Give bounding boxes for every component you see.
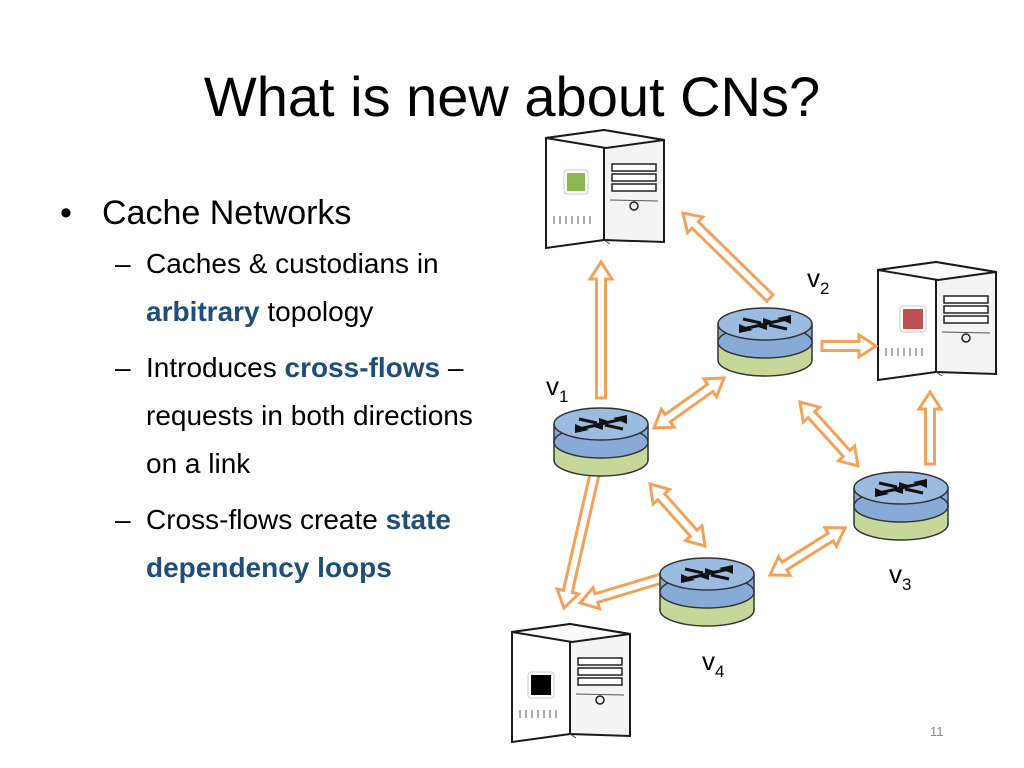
bullet-main-text: Cache Networks [102,194,352,232]
node-label-v4: v4 [702,646,724,681]
page-number: 11 [930,724,944,739]
server-bottom [511,623,631,743]
arrow-v1-to-server-top [587,259,615,400]
highlight-text: arbitrary [146,296,260,327]
bullet-list: • Cache Networks –Caches & custodians in… [60,190,500,592]
bullet-cache-networks: • Cache Networks [60,190,500,236]
arrow-v1-v2-bidirectional [651,376,727,430]
sub-text: Caches & custodians in [146,248,439,279]
bullet-dot-icon: • [60,194,72,232]
cache-badge-green-icon [567,173,585,191]
server-right [877,261,997,381]
arrow-v3-to-server-right [916,389,944,466]
node-label-v3: v3 [889,559,911,594]
sub-text: topology [259,296,374,327]
sub-text: Introduces [146,352,285,383]
router-v2 [716,306,814,378]
dash-icon: – [115,352,131,383]
arrow-v4-v3-bidirectional [767,526,848,577]
router-v1 [552,406,650,478]
highlight-text: cross-flows [284,352,441,383]
sub-bullet-cross-flows: –Introduces cross-flows – requests in bo… [60,344,500,488]
slide-title: What is new about CNs? [203,65,821,128]
arrow-v1-to-server-bottom [554,469,602,611]
router-v3 [852,470,950,542]
arrow-v4-to-server-bottom [577,571,667,611]
sub-text: Cross-flows create [146,504,386,535]
highlight-text: state dependency loops [146,504,451,583]
custodian-badge-black-icon [531,675,551,695]
server-top [545,129,665,249]
cache-badge-red-icon [903,309,923,329]
dash-icon: – [115,504,131,535]
arrow-v2-v3-bidirectional [798,399,860,469]
arrow-v2-to-server-right [820,332,879,360]
router-v4 [658,556,756,628]
dash-icon: – [115,248,131,279]
sub-text: – requests in both directions on a link [146,352,473,479]
node-label-v1: v1 [546,371,568,406]
node-label-v2: v2 [807,263,829,298]
sub-bullet-loops: –Cross-flows create state dependency loo… [60,496,500,592]
arrow-layer [554,211,944,611]
arrow-v2-to-server-top [681,211,776,304]
arrow-v1-v4-bidirectional [648,481,707,549]
sub-bullet-topology: –Caches & custodians in arbitrary topolo… [60,240,500,336]
